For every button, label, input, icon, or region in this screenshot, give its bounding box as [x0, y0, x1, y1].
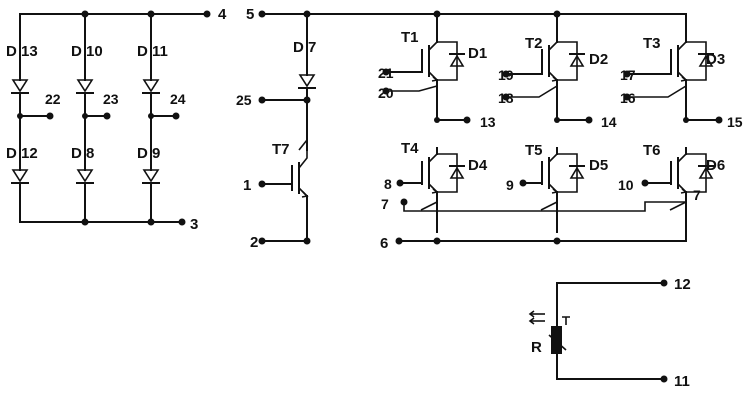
terminal-17: 17 [620, 67, 636, 83]
terminal-24: 24 [170, 91, 186, 107]
terminal-9: 9 [506, 177, 514, 193]
terminal-14: 14 [601, 114, 617, 130]
d7-label: D 7 [293, 39, 316, 56]
terminal-16: 16 [620, 90, 636, 106]
brake-chopper [258, 10, 687, 245]
igbt-t3 [623, 35, 714, 121]
d12-label: D 12 [6, 145, 38, 162]
terminal-20: 20 [378, 85, 394, 101]
rectifier-bridge [11, 10, 211, 226]
ntc-thermistor [528, 279, 668, 383]
terminal-11: 11 [674, 373, 690, 390]
t7-label: T7 [272, 141, 290, 158]
terminal-3: 3 [190, 216, 198, 233]
igbt-t2 [502, 35, 585, 121]
terminal-7-alt: 7 [693, 187, 701, 203]
terminal-8: 8 [384, 176, 392, 192]
terminal-4: 4 [218, 6, 227, 23]
inverter-bridge [395, 10, 723, 245]
t3-label: T3 [643, 35, 661, 52]
d1-label: D1 [468, 45, 487, 62]
igbt-t4 [396, 147, 465, 233]
terminal-13: 13 [480, 114, 496, 130]
thermistor-body [551, 326, 562, 354]
terminal-5: 5 [246, 6, 254, 23]
terminal-10: 10 [618, 177, 634, 193]
d6-label: D6 [706, 157, 725, 174]
t5-label: T5 [525, 142, 543, 159]
t1-label: T1 [401, 29, 419, 46]
terminal-6: 6 [380, 235, 388, 252]
igbt-t6 [641, 147, 714, 233]
terminal-22: 22 [45, 91, 61, 107]
terminal-2: 2 [250, 234, 258, 251]
d9-label: D 9 [137, 145, 160, 162]
terminal-12: 12 [674, 276, 691, 293]
d10-label: D 10 [71, 43, 103, 60]
d4-label: D4 [468, 157, 488, 174]
terminal-25: 25 [236, 92, 252, 108]
d2-label: D2 [589, 51, 608, 68]
resistor-label: R [531, 339, 542, 356]
t6-label: T6 [643, 142, 661, 159]
terminal-21: 21 [378, 65, 394, 81]
d11-label: D 11 [137, 43, 168, 60]
terminal-23: 23 [103, 91, 119, 107]
igbt-t5 [519, 147, 585, 233]
d13-label: D 13 [6, 43, 38, 60]
igbt-group [382, 35, 714, 233]
d8-label: D 8 [71, 145, 94, 162]
terminal-1: 1 [243, 177, 251, 194]
igbt-t1 [382, 35, 465, 121]
t2-label: T2 [525, 35, 543, 52]
d3-label: D3 [706, 51, 725, 68]
terminal-15: 15 [727, 114, 743, 130]
t4-label: T4 [401, 140, 419, 157]
d5-label: D5 [589, 157, 608, 174]
terminal-18: 18 [498, 90, 514, 106]
terminal-19: 19 [498, 67, 514, 83]
terminal-7: 7 [381, 196, 389, 212]
